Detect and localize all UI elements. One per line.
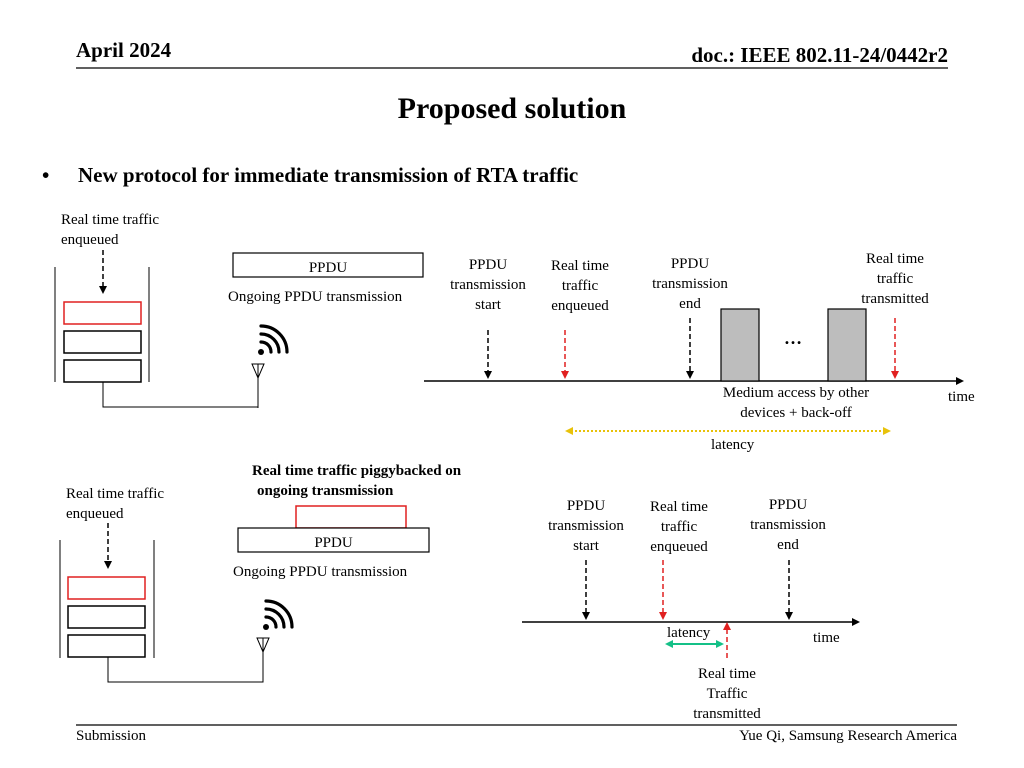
bullet-text: New protocol for immediate transmission … (78, 163, 579, 187)
top-medium-access-label: Medium access by other devices + back-of… (722, 385, 870, 421)
bottom-wifi-icon (263, 599, 294, 630)
bottom-rt-transmitted-label: Real time Traffic transmitted (693, 666, 761, 722)
bottom-queue-slot-rt (67, 576, 146, 600)
bottom-rt-enqueued-label: Real time traffic enqueued (650, 499, 708, 555)
header-doc-id: doc.: IEEE 802.11-24/0442r2 (691, 43, 948, 67)
top-ellipsis: … (784, 328, 802, 348)
bottom-queue (59, 523, 264, 683)
bottom-ppdu-box (237, 527, 430, 553)
bottom-antenna-icon (256, 637, 270, 682)
slide-title: Proposed solution (397, 92, 627, 125)
top-medium-block (827, 308, 867, 382)
bottom-ppdu-label: PPDU (314, 535, 353, 551)
top-ppdu-label: PPDU (308, 260, 348, 276)
bottom-rt-box (295, 505, 407, 529)
bottom-time-label: time (813, 630, 840, 646)
footer-right: Yue Qi, Samsung Research America (739, 728, 957, 744)
top-latency-label: latency (711, 437, 755, 453)
top-time-label: time (948, 389, 975, 405)
top-antenna-icon (251, 363, 265, 408)
header-date: April 2024 (76, 38, 172, 62)
footer-left: Submission (76, 728, 147, 744)
bottom-queue-slot (67, 634, 146, 658)
top-ppdu-box (232, 252, 424, 278)
top-ppdu-start-label: PPDU transmission start (450, 257, 526, 313)
top-rt-transmitted-label: Real time traffic transmitted (861, 251, 929, 307)
top-ppdu-end-label: PPDU transmission end (652, 256, 728, 312)
top-queue (54, 250, 259, 408)
top-wifi-icon (258, 324, 289, 355)
bottom-queue-slot (67, 605, 146, 629)
top-queue-slot (63, 359, 142, 383)
bottom-ongoing-label: Ongoing PPDU transmission (233, 564, 408, 580)
bottom-latency-label: latency (667, 625, 711, 641)
top-queue-slot-rt (63, 301, 142, 325)
top-queue-slot (63, 330, 142, 354)
bottom-piggyback-label: Real time traffic piggybacked on ongoing… (252, 463, 462, 499)
bottom-ppdu-end-label: PPDU transmission end (750, 497, 826, 553)
bottom-ppdu-start-label: PPDU transmission start (548, 498, 624, 554)
bottom-queue-label: Real time traffic enqueued (66, 486, 165, 522)
top-queue-label: Real time traffic enqueued (61, 212, 160, 248)
top-rt-enqueued-label: Real time traffic enqueued (551, 258, 609, 314)
top-medium-block (720, 308, 760, 382)
bullet-marker: • (42, 163, 50, 187)
top-ongoing-label: Ongoing PPDU transmission (228, 289, 403, 305)
